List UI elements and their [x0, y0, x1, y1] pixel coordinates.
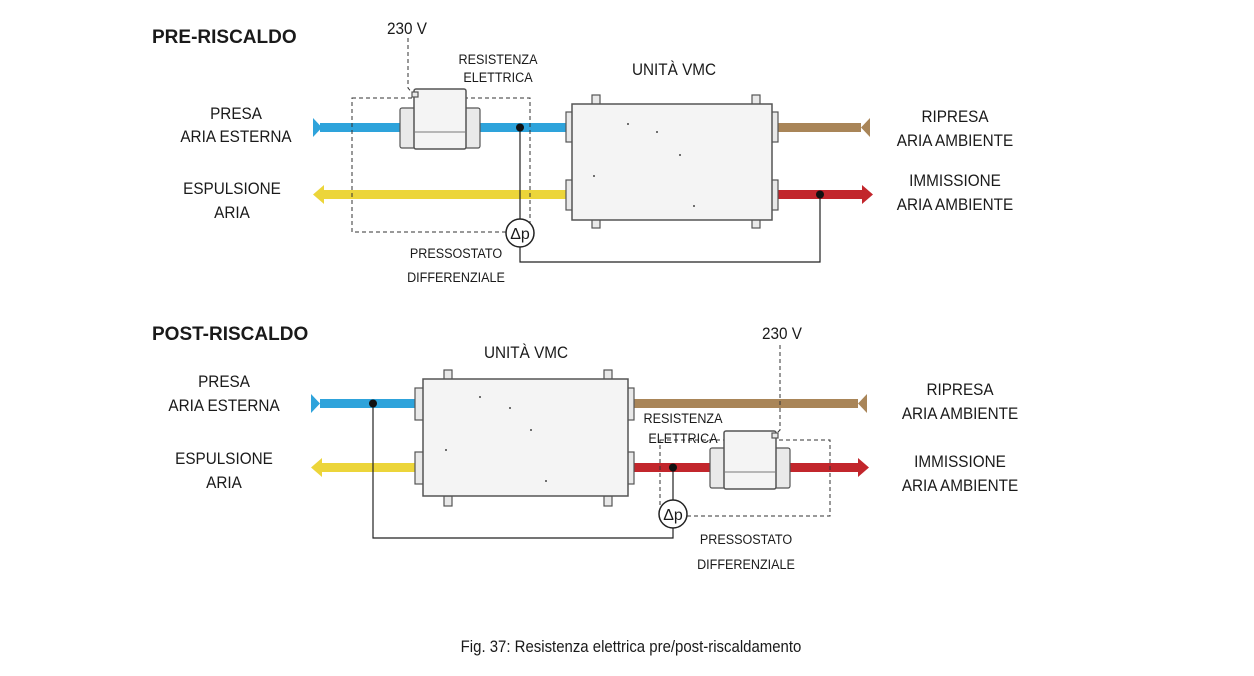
post-ripresa-label-1: RIPRESA [926, 380, 993, 399]
post-supply-arrow-icon [858, 458, 869, 477]
pre-heating-section: PRE-RISCALDO [152, 19, 1013, 285]
pre-sensor-point-supply [816, 190, 824, 199]
post-switch-label-1: PRESSOSTATO [700, 531, 792, 547]
post-pressure-switch-icon [658, 499, 688, 529]
post-unit-label: UNITÀ VMC [484, 342, 568, 362]
figure-caption: Fig. 37: Resistenza elettrica pre/post-r… [461, 638, 802, 656]
post-power-line [773, 345, 781, 437]
post-presa-label-1: PRESA [198, 372, 250, 391]
post-immissione-label-2: ARIA AMBIENTE [902, 476, 1019, 495]
pre-extract-duct [778, 123, 861, 132]
pre-presa-label-2: ARIA ESTERNA [180, 127, 291, 146]
post-vmc-unit [414, 369, 635, 507]
pre-heater-label-1: RESISTENZA [459, 51, 538, 67]
post-ripresa-label-2: ARIA AMBIENTE [902, 404, 1019, 423]
pre-dp-wire-right [519, 194, 821, 263]
pre-fresh-air-duct [320, 123, 400, 132]
post-immissione-label-1: IMMISSIONE [914, 452, 1006, 471]
pre-power-line [407, 38, 415, 96]
pre-ripresa-label-2: ARIA AMBIENTE [897, 131, 1014, 150]
pre-exhaust-arrow-icon [313, 185, 324, 204]
post-sensor-point-supply [669, 463, 677, 472]
pre-ripresa-label-1: RIPRESA [921, 107, 988, 126]
pre-immissione-label-2: ARIA AMBIENTE [897, 195, 1014, 214]
pre-switch-label-2: DIFFERENZIALE [407, 269, 505, 285]
pre-espulsione-label-1: ESPULSIONE [183, 179, 281, 198]
post-espulsione-label-2: ARIA [206, 473, 242, 492]
post-espulsione-label-1: ESPULSIONE [175, 449, 273, 468]
post-heater-label-2: ELETTRICA [648, 430, 717, 446]
pre-vmc-unit [565, 94, 779, 229]
post-heating-section: POST-RISCALDO [152, 324, 1018, 572]
post-dp-wire-left [372, 403, 674, 539]
pre-unit-label: UNITÀ VMC [632, 59, 716, 79]
post-dp-symbol: Δp [663, 507, 683, 524]
pre-fresh-air-arrow-icon [313, 118, 322, 137]
pre-extract-arrow-icon [861, 118, 870, 137]
pre-electric-heater [399, 88, 481, 150]
pre-heater-label-2: ELETTRICA [463, 69, 532, 85]
post-switch-label-2: DIFFERENZIALE [697, 556, 795, 572]
pre-switch-label-1: PRESSOSTATO [410, 245, 502, 261]
pre-supply-arrow-icon [862, 185, 873, 204]
pre-exhaust-duct [322, 190, 568, 199]
pre-espulsione-label-2: ARIA [214, 203, 250, 222]
pre-control-enclosure [351, 97, 531, 233]
post-supply-duct-2 [790, 463, 858, 472]
pre-section-title: PRE-RISCALDO [152, 27, 297, 48]
post-heater-label-1: RESISTENZA [644, 410, 723, 426]
post-extract-duct [630, 399, 858, 408]
pre-sensor-point-fresh [516, 123, 524, 132]
pre-pressure-switch-icon [505, 218, 535, 248]
post-presa-label-2: ARIA ESTERNA [168, 396, 279, 415]
post-extract-arrow-icon [858, 394, 867, 413]
pre-presa-label-1: PRESA [210, 104, 262, 123]
post-section-title: POST-RISCALDO [152, 324, 308, 345]
pre-voltage-label: 230 V [387, 19, 427, 38]
pre-immissione-label-1: IMMISSIONE [909, 171, 1001, 190]
pre-dp-symbol: Δp [510, 226, 530, 243]
post-exhaust-duct [322, 463, 420, 472]
post-electric-heater [709, 430, 791, 490]
post-voltage-label: 230 V [762, 324, 802, 343]
post-sensor-point-fresh [369, 399, 377, 408]
post-exhaust-arrow-icon [311, 458, 322, 477]
post-fresh-air-arrow-icon [311, 394, 320, 413]
